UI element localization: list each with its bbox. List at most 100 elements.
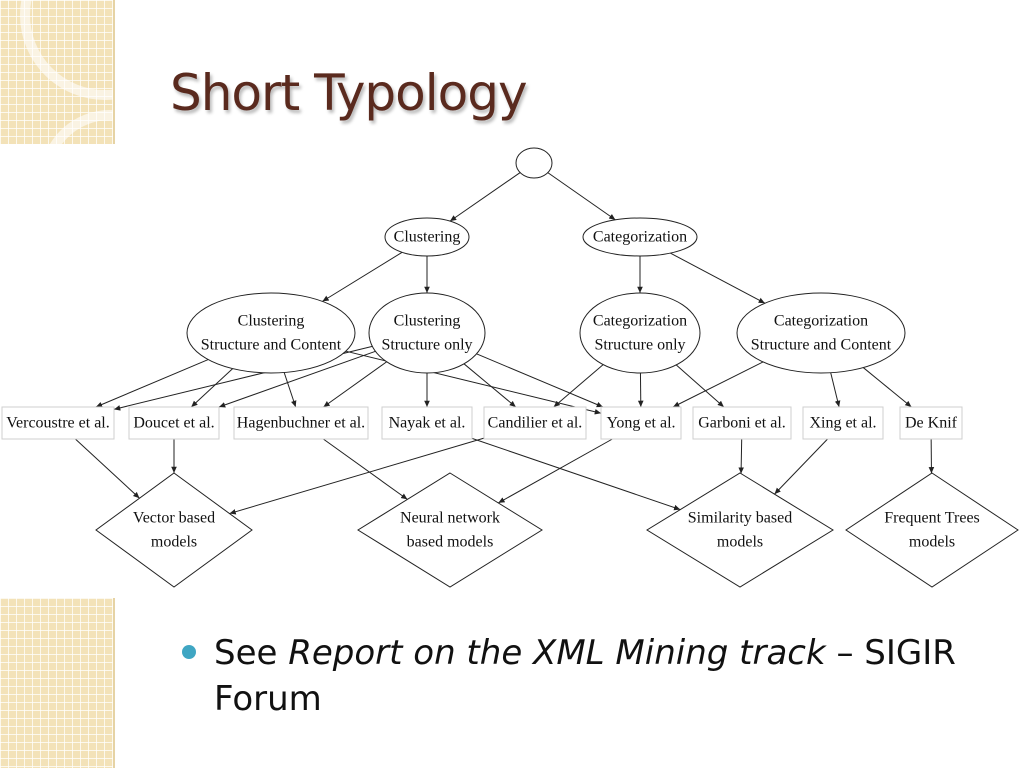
- box-shape: [899, 406, 963, 440]
- node-candilier: Candilier et al.: [483, 406, 587, 440]
- ellipse-shape: [582, 217, 698, 257]
- node-label: Structure only: [381, 337, 472, 354]
- bullet-icon: [182, 645, 196, 659]
- decorative-divider: [113, 598, 115, 768]
- node-yong: Yong et al.: [600, 406, 682, 440]
- slide-title: Short Typology: [170, 64, 528, 122]
- node-label: Neural network: [400, 510, 500, 527]
- edge-root-to-categorization: [547, 172, 616, 221]
- ellipse-shape: [736, 292, 906, 374]
- decorative-pattern-bottom: [0, 598, 113, 768]
- bullet-item: See Report on the XML Mining track – SIG…: [182, 630, 968, 722]
- node-vector: Vector based models: [95, 472, 253, 588]
- ellipse-shape: [515, 147, 553, 179]
- edge-clus-so-to-doucet: [218, 350, 376, 408]
- decorative-ring: [20, 0, 113, 100]
- edge-clustering-to-clus-sc: [322, 251, 403, 302]
- node-label: models: [909, 534, 955, 551]
- edge-cat-sc-to-deknif: [862, 367, 912, 408]
- node-label: Nayak et al.: [389, 415, 466, 432]
- node-label: Similarity based: [688, 510, 792, 527]
- edge-cat-sc-to-yong: [672, 361, 764, 408]
- diamond-shape: [845, 472, 1019, 588]
- node-deknif: De Knif: [899, 406, 963, 440]
- edge-nayak-to-similarity: [471, 437, 681, 511]
- node-label: Frequent Trees: [884, 510, 980, 527]
- node-garboni: Garboni et al.: [692, 406, 792, 440]
- bullet-suffix: – SIGIR Forum: [214, 633, 956, 719]
- bullet-prefix: See: [214, 633, 289, 673]
- decorative-divider: [113, 0, 115, 144]
- node-label: Hagenbuchner et al.: [237, 415, 365, 432]
- edge-clus-sc-to-doucet: [190, 368, 233, 408]
- box-shape: [600, 406, 682, 440]
- node-label: models: [717, 534, 763, 551]
- node-frequent: Frequent Trees models: [845, 472, 1019, 588]
- node-label: Candilier et al.: [488, 415, 583, 432]
- edge-clus-so-to-yong: [476, 353, 604, 408]
- node-label: Vector based: [133, 510, 215, 527]
- node-nayak: Nayak et al.: [381, 406, 473, 440]
- node-doucet: Doucet et al.: [128, 406, 220, 440]
- box-shape: [692, 406, 792, 440]
- node-vercoustre: Vercoustre et al.: [1, 406, 115, 440]
- diamond-shape: [646, 472, 834, 588]
- node-clustering: Clustering: [384, 217, 470, 257]
- node-label: Categorization: [593, 313, 687, 330]
- node-xing: Xing et al.: [802, 406, 884, 440]
- edge-garboni-to-similarity: [738, 438, 744, 474]
- bullet-italic-title: Report on the XML Mining track: [288, 633, 826, 673]
- decorative-pattern-top: [0, 0, 113, 144]
- node-label: Structure and Content: [201, 337, 342, 354]
- edge-hagenbuchner-to-neural: [322, 438, 408, 500]
- node-label: De Knif: [905, 415, 958, 432]
- box-shape: [233, 406, 369, 440]
- node-neural: Neural network based models: [357, 472, 543, 588]
- edge-cat-so-to-garboni: [675, 364, 725, 408]
- edge-cat-sc-to-xing: [830, 372, 841, 408]
- node-label: Garboni et al.: [698, 415, 786, 432]
- bullet-text: See Report on the XML Mining track – SIG…: [188, 630, 968, 722]
- node-label: Clustering: [394, 229, 461, 246]
- node-label: Doucet et al.: [133, 415, 214, 432]
- node-label: Vercoustre et al.: [6, 415, 110, 432]
- diamond-shape: [357, 472, 543, 588]
- box-shape: [483, 406, 587, 440]
- ellipse-shape: [579, 292, 701, 374]
- ellipse-shape: [384, 217, 470, 257]
- node-label: Xing et al.: [809, 415, 876, 432]
- node-label: Structure and Content: [751, 337, 892, 354]
- node-label: Categorization: [774, 313, 868, 330]
- edge-xing-to-similarity: [774, 438, 828, 495]
- node-similarity: Similarity based models: [646, 472, 834, 588]
- box-shape: [381, 406, 473, 440]
- edge-candilier-to-vector: [229, 437, 485, 515]
- node-root: [515, 147, 553, 179]
- node-label: models: [151, 534, 197, 551]
- node-label: Yong et al.: [606, 415, 675, 432]
- node-label: based models: [407, 534, 494, 551]
- edge-root-to-clustering: [449, 172, 521, 222]
- edge-clus-sc-to-hagenbuchner: [283, 372, 297, 408]
- decorative-ring: [40, 110, 113, 144]
- box-shape: [802, 406, 884, 440]
- box-shape: [128, 406, 220, 440]
- ellipse-shape: [368, 292, 486, 374]
- box-shape: [1, 406, 115, 440]
- ellipse-shape: [186, 292, 356, 374]
- node-categorization: Categorization: [582, 217, 698, 257]
- node-label: Structure only: [594, 337, 685, 354]
- edge-clus-so-to-candilier: [463, 363, 517, 408]
- node-label: Clustering: [238, 313, 305, 330]
- edge-vercoustre-to-vector: [75, 438, 140, 499]
- diamond-shape: [95, 472, 253, 588]
- node-label: Categorization: [593, 229, 687, 246]
- edge-yong-to-neural: [498, 438, 613, 504]
- node-label: Clustering: [394, 313, 461, 330]
- edge-clus-so-to-hagenbuchner: [323, 361, 388, 408]
